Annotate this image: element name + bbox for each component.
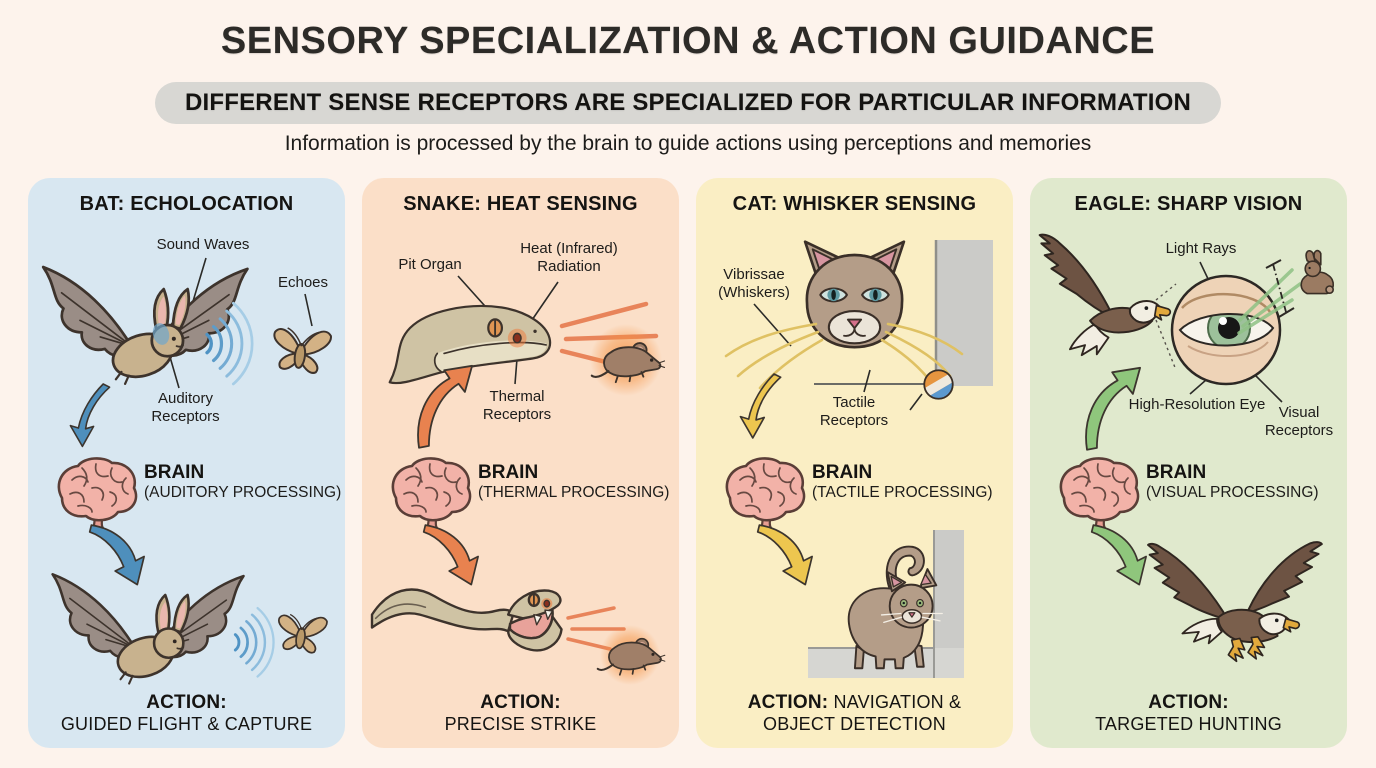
flying-eagle-icon <box>1038 233 1172 357</box>
light-rays-icon <box>1237 268 1302 335</box>
moth-icon <box>274 610 329 656</box>
label-heat-radiation: Heat (Infrared) Radiation <box>520 240 618 275</box>
brain-icon <box>1059 457 1140 532</box>
magnifier-callout-lines <box>1155 283 1177 371</box>
panel-eagle: EAGLE: SHARP VISION Light Rays High-Reso… <box>1030 178 1347 748</box>
leader-lines <box>753 303 923 411</box>
action-text: ACTION:GUIDED FLIGHT & CAPTURE <box>36 692 337 735</box>
action-heading: ACTION: <box>480 692 561 713</box>
action-description: TARGETED HUNTING <box>1095 714 1282 734</box>
brain-icon <box>57 457 138 532</box>
page-title: SENSORY SPECIALIZATION & ACTION GUIDANCE <box>220 20 1156 62</box>
snake-illustration <box>370 275 666 685</box>
wall-corner <box>814 240 993 386</box>
label-echoes: Echoes <box>277 274 329 291</box>
brain-title: BRAIN <box>478 462 539 483</box>
action-text: ACTION:TARGETED HUNTING <box>1038 692 1339 735</box>
panel-cat: CAT: WHISKER SENSING Vibrissae (Whiskers… <box>696 178 1013 748</box>
bat-illustration <box>41 257 333 685</box>
measure-line <box>1265 259 1295 318</box>
panel-bat-title: BAT: ECHOLOCATION <box>79 193 294 215</box>
action-heading: ACTION: <box>1148 692 1229 713</box>
cat-face-icon <box>803 240 906 349</box>
brain-icon <box>725 457 806 532</box>
panel-eagle-title: EAGLE: SHARP VISION <box>1074 193 1303 215</box>
label-tactile-receptors: Tactile Receptors <box>819 394 889 429</box>
subtitle-banner: DIFFERENT SENSE RECEPTORS ARE SPECIALIZE… <box>0 82 1376 124</box>
down-arrow-icon <box>69 383 111 448</box>
action-description: GUIDED FLIGHT & CAPTURE <box>60 714 313 734</box>
action-description: PRECISE STRIKE <box>444 714 597 734</box>
down-arrow-icon <box>756 524 813 586</box>
label-sound-waves: Sound Waves <box>156 236 250 253</box>
down-arrow-icon <box>88 524 145 586</box>
panel-snake-title: SNAKE: HEAT SENSING <box>403 193 638 215</box>
striking-snake-icon <box>370 588 563 652</box>
brain-icon <box>391 457 472 532</box>
brain-subtitle: (TACTILE PROCESSING) <box>812 484 993 501</box>
rabbit-icon <box>1300 249 1335 295</box>
sound-waves-icon <box>233 606 275 678</box>
brain-title: BRAIN <box>144 462 205 483</box>
eye-closeup-icon <box>1170 274 1282 386</box>
label-vibrissae: Vibrissae (Whiskers) <box>718 266 790 301</box>
flying-bat-icon <box>41 265 249 386</box>
action-description: NAVIGATION & OBJECT DETECTION <box>763 692 962 734</box>
brain-title: BRAIN <box>812 462 873 483</box>
action-text: ACTION: NAVIGATION & OBJECT DETECTION <box>738 692 971 735</box>
auditory-receptor-highlight <box>152 323 170 345</box>
action-heading: ACTION: <box>747 692 829 713</box>
label-auditory-receptors: Auditory Receptors <box>151 390 220 425</box>
panel-bat: BAT: ECHOLOCATION Sound Waves Echoes Aud… <box>28 178 345 748</box>
action-heading: ACTION: <box>146 692 227 713</box>
panel-snake: SNAKE: HEAT SENSING Pit Organ Heat (Infr… <box>362 178 679 748</box>
whiskers-icon <box>724 322 964 390</box>
cat-illustration <box>724 240 993 678</box>
flying-bat-icon <box>51 573 245 685</box>
brain-subtitle: (AUDITORY PROCESSING) <box>144 484 342 501</box>
eagle-illustration <box>1038 233 1335 663</box>
label-light-rays: Light Rays <box>1165 240 1237 257</box>
label-pit-organ: Pit Organ <box>398 256 462 273</box>
label-thermal-receptors: Thermal Receptors <box>482 388 552 423</box>
moth-icon <box>268 323 333 376</box>
action-text: ACTION:PRECISE STRIKE <box>370 692 671 735</box>
page-subtitle: DIFFERENT SENSE RECEPTORS ARE SPECIALIZE… <box>154 82 1222 124</box>
brain-subtitle: (THERMAL PROCESSING) <box>478 484 670 501</box>
brain-subtitle: (VISUAL PROCESSING) <box>1146 484 1319 501</box>
swooping-eagle-icon <box>1147 541 1323 663</box>
label-high-resolution-eye: High-Resolution Eye <box>1128 396 1266 413</box>
label-visual-receptors: Visual Receptors <box>1264 404 1334 439</box>
down-arrow-icon <box>1090 524 1147 586</box>
brain-title: BRAIN <box>1146 462 1207 483</box>
down-arrow-icon <box>422 524 479 586</box>
panel-cat-title: CAT: WHISKER SENSING <box>732 193 977 215</box>
page-tagline: Information is processed by the brain to… <box>284 132 1092 155</box>
down-arrow-icon <box>739 373 782 439</box>
